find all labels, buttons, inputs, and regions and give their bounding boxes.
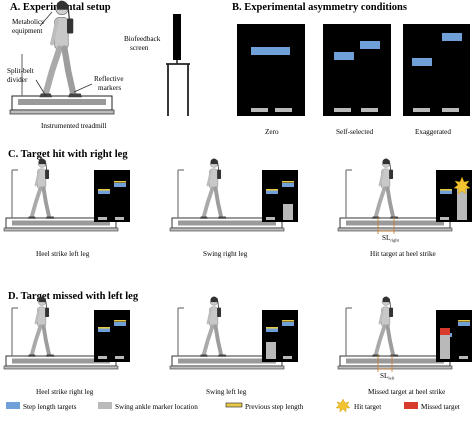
panel-c-scene-2 [169,156,298,232]
screen-zero [237,24,305,116]
legend-missed-target: Missed target [421,403,460,411]
panel-d-caption-3: Missed target at heel strike [368,388,445,396]
gray-bar-swatch [98,402,112,409]
panel-b-title: B. Experimental asymmetry conditions [232,2,407,13]
screen [94,310,130,362]
panel-c-scene-3 [337,156,472,234]
marker-left [334,108,351,112]
legend: Step length targets Swing ankle marker l… [6,398,460,413]
screen-self-selected [323,24,391,116]
screen [94,170,130,222]
label-split-belt-divider: Split-belt divider [7,67,36,84]
hit-starburst-icon [453,176,471,195]
label-metabolics-equipment: Metabolics equipment [12,18,46,35]
marker-right [442,108,459,112]
yellow-line-swatch [225,402,243,408]
panel-d-scene-3 [337,294,472,372]
starburst-icon [335,398,351,413]
missed-target-bar [440,328,450,335]
panel-d-title: D. Target missed with left leg [8,291,139,302]
marker-left [413,108,430,112]
target-right-bar [360,41,380,49]
condition-zero-label: Zero [265,128,279,136]
panel-a-illustration [9,1,190,116]
target-right-bar [269,47,290,55]
screen-exaggerated [403,24,470,116]
panel-c-title: C. Target hit with right leg [8,149,128,160]
target-right-bar [442,33,462,41]
panel-c-caption-3: Hit target at heel strike [370,250,436,258]
panel-d-scene-1 [3,294,130,370]
panel-d-caption-1: Heel strike right leg [36,388,94,396]
legend-hit-target: Hit target [354,403,381,411]
condition-exaggerated-label: Exaggerated [415,128,451,136]
sl-right-label: SLright [382,234,400,243]
legend-step-length-targets: Step length targets [23,403,77,411]
condition-self-selected-label: Self-selected [336,128,374,136]
panel-c-scene-1 [3,156,130,232]
blue-bar-swatch [6,402,20,409]
panel-c-caption-2: Swing right leg [203,250,248,258]
sl-left-label: SLleft [380,372,395,381]
panel-c-caption-1: Heel strike left leg [36,250,90,258]
panel-d-scene-2 [169,294,298,370]
biofeedback-screen [173,14,181,60]
marker-left [251,108,268,112]
legend-previous-step-length: Previous step length [245,403,304,411]
target-left-bar [412,58,432,66]
panel-d-caption-2: Swing left leg [206,388,247,396]
label-reflective-markers: Reflective markers [94,75,125,92]
red-bar-swatch [404,402,418,409]
legend-swing-ankle-marker: Swing ankle marker location [115,403,198,411]
marker-right [275,108,292,112]
marker-right [361,108,378,112]
target-left-bar [334,52,354,60]
label-biofeedback-screen: Biofeedback screen [124,35,162,52]
target-left-bar [251,47,272,55]
caption-instrumented-treadmill: Instrumented treadmill [41,122,107,130]
